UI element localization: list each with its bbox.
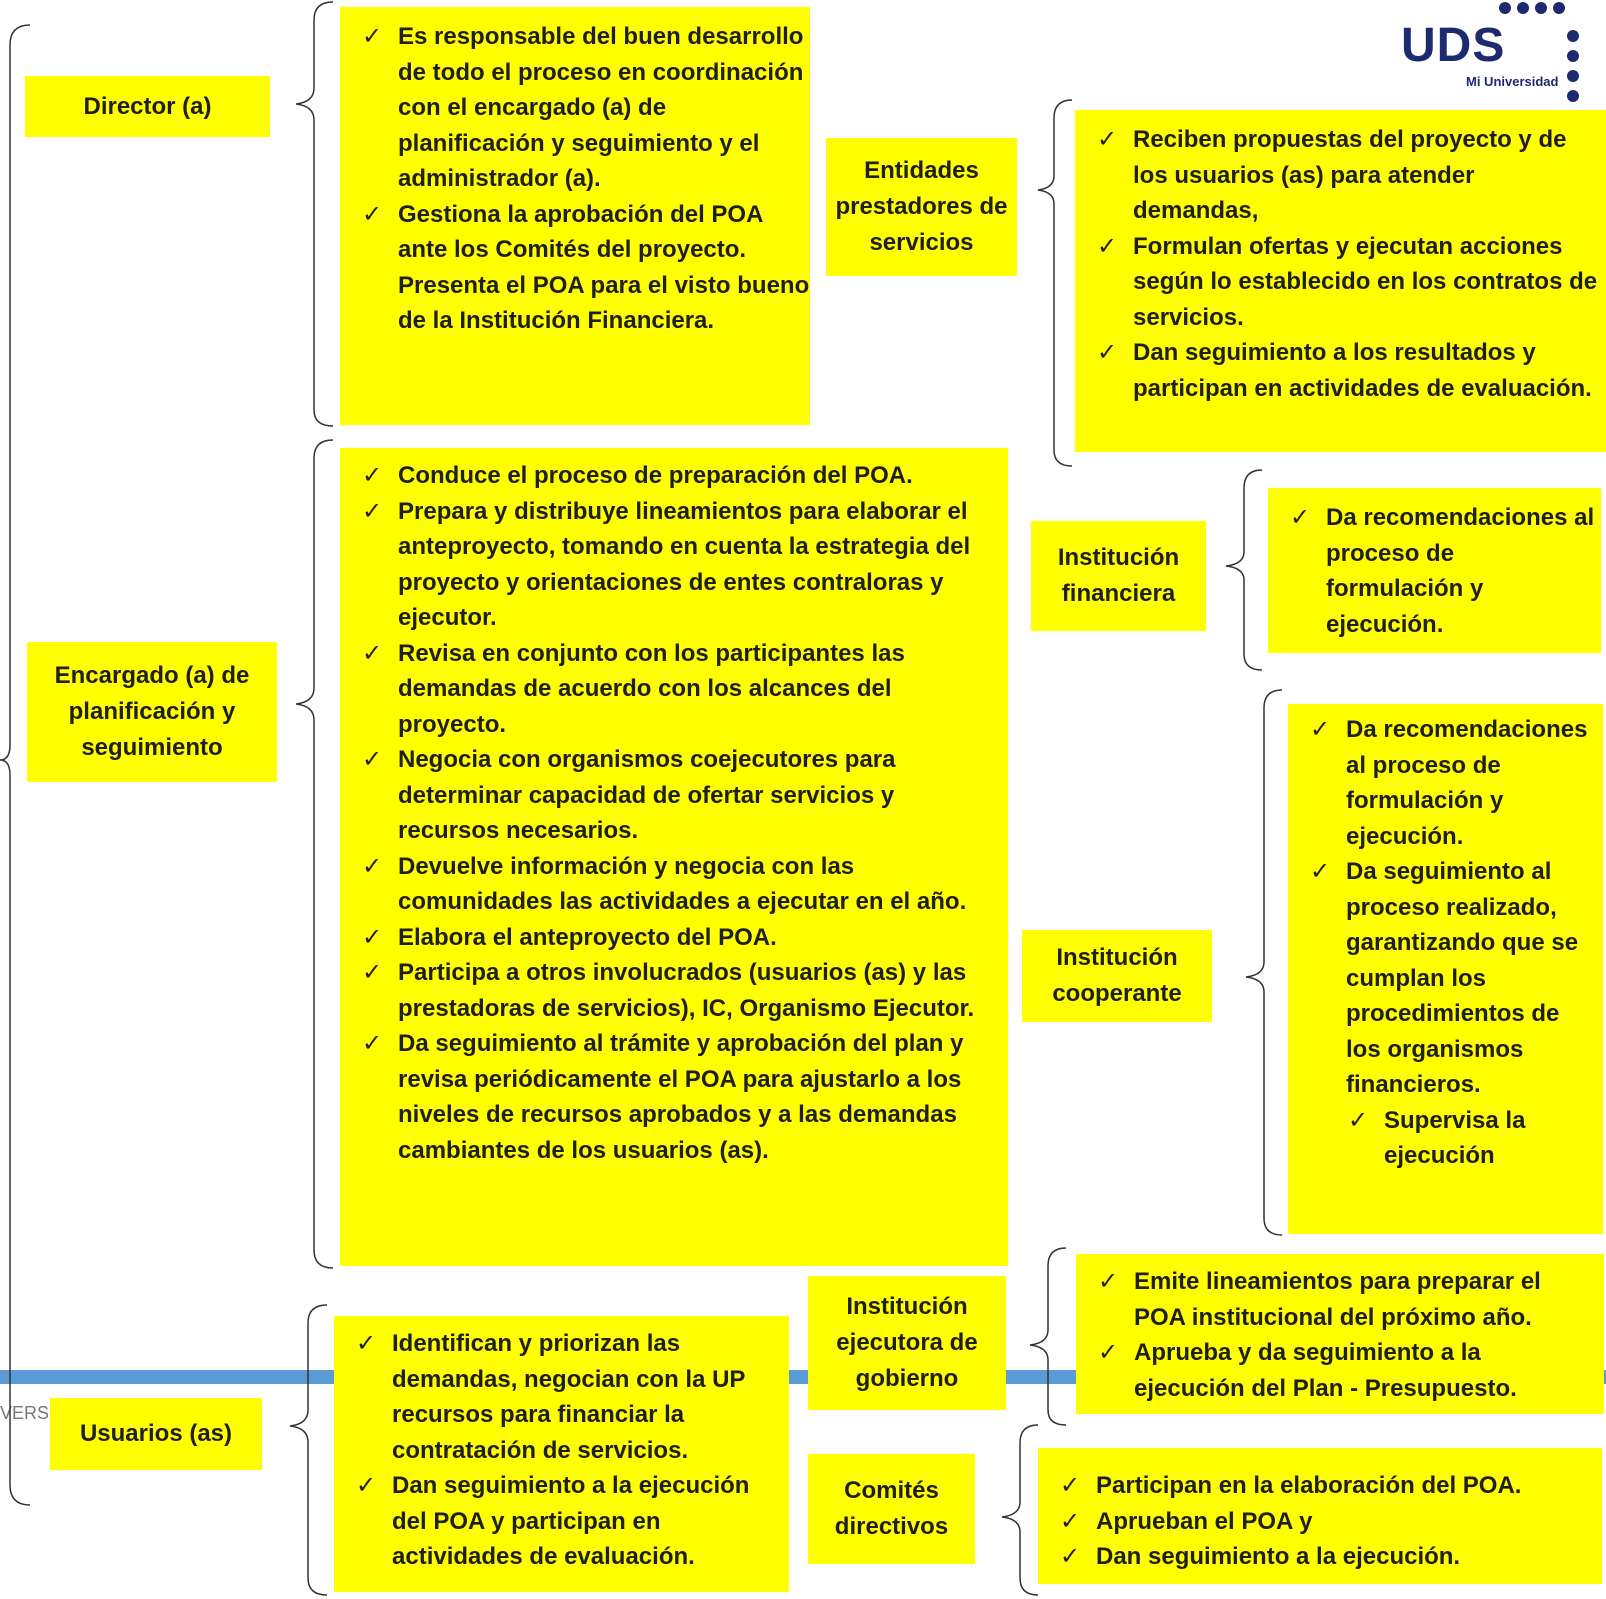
check-icon: ✓ (362, 959, 383, 986)
bracket-entidades (1037, 99, 1073, 467)
list-item: ✓Aprueban el POA y (1038, 1504, 1602, 1540)
check-icon: ✓ (362, 923, 383, 951)
check-icon: ✓ (362, 23, 383, 50)
list-item: ✓Emite lineamientos para preparar el POA… (1076, 1264, 1598, 1335)
check-icon: ✓ (362, 497, 383, 525)
bracket-usuarios (289, 1304, 328, 1596)
list-item: ✓Es responsable del buen desarrollo de t… (340, 19, 810, 197)
role-cooperante: Institución cooperante (1022, 930, 1212, 1022)
check-icon: ✓ (1290, 504, 1311, 531)
role-ejecutora: Institución ejecutora de gobierno (808, 1276, 1006, 1410)
list-item: ✓Da recomendaciones al proceso de formul… (1268, 500, 1595, 642)
list-item: ✓Revisa en conjunto con los participante… (340, 636, 994, 743)
list-item: ✓Dan seguimiento a los resultados y part… (1075, 335, 1598, 406)
check-icon: ✓ (362, 462, 383, 489)
list-item: ✓Conduce el proceso de preparación del P… (340, 458, 994, 494)
ejecutora-list: ✓Emite lineamientos para preparar el POA… (1076, 1264, 1604, 1406)
list-item: ✓Elabora el anteproyecto del POA. (340, 920, 994, 956)
check-icon: ✓ (356, 1330, 377, 1357)
check-icon: ✓ (1348, 1106, 1369, 1134)
list-item: ✓Participan en la elaboración del POA. (1038, 1468, 1602, 1504)
check-icon: ✓ (1098, 1268, 1119, 1295)
logo-name: UDS (1401, 19, 1506, 72)
bracket-comites (1001, 1424, 1039, 1596)
bracket-cooperante (1245, 689, 1283, 1236)
list-item: ✓Devuelve información y negocia con las … (340, 849, 994, 920)
list-item: ✓Da recomendaciones al proceso de formul… (1288, 712, 1597, 854)
check-icon: ✓ (1060, 1507, 1081, 1535)
usuarios-list: ✓Identifican y priorizan las demandas, n… (334, 1326, 789, 1575)
role-financiera: Institución financiera (1031, 521, 1206, 631)
check-icon: ✓ (1097, 126, 1118, 153)
list-item: ✓Da seguimiento al trámite y aprobación … (340, 1026, 994, 1168)
entidades-box: ✓Reciben propuestas del proyecto y de lo… (1075, 110, 1606, 452)
check-icon: ✓ (1097, 232, 1118, 260)
role-director: Director (a) (25, 76, 270, 137)
check-icon: ✓ (362, 200, 383, 228)
check-icon: ✓ (362, 1030, 383, 1057)
list-item: ✓Dan seguimiento a la ejecución del POA … (334, 1468, 789, 1575)
entidades-list: ✓Reciben propuestas del proyecto y de lo… (1075, 122, 1606, 406)
check-icon: ✓ (362, 852, 383, 880)
check-icon: ✓ (1098, 1339, 1119, 1366)
list-item: ✓Dan seguimiento a la ejecución. (1038, 1539, 1602, 1575)
bracket-financiera (1225, 469, 1263, 671)
list-item: ✓Identifican y priorizan las demandas, n… (334, 1326, 789, 1468)
planificacion-box: ✓Conduce el proceso de preparación del P… (340, 448, 1008, 1266)
cooperante-list: ✓Da recomendaciones al proceso de formul… (1288, 712, 1603, 1174)
check-icon: ✓ (362, 746, 383, 773)
role-entidades: Entidades prestadores de servicios (826, 138, 1017, 276)
list-item: ✓Aprueba y da seguimiento a la ejecución… (1076, 1335, 1598, 1406)
list-item: ✓Participa a otros involucrados (usuario… (340, 955, 994, 1026)
check-icon: ✓ (356, 1472, 377, 1499)
check-icon: ✓ (1097, 339, 1118, 366)
check-icon: ✓ (1060, 1472, 1081, 1499)
planificacion-list: ✓Conduce el proceso de preparación del P… (340, 458, 1008, 1168)
list-item: ✓Gestiona la aprobación del POA ante los… (340, 197, 810, 339)
list-item: ✓Da seguimiento al proceso realizado, ga… (1288, 854, 1597, 1103)
list-item: ✓Reciben propuestas del proyecto y de lo… (1075, 122, 1598, 229)
cooperante-box: ✓Da recomendaciones al proceso de formul… (1288, 704, 1603, 1234)
list-item: ✓Prepara y distribuye lineamientos para … (340, 494, 994, 636)
financiera-box: ✓Da recomendaciones al proceso de formul… (1268, 488, 1601, 653)
role-planificacion: Encargado (a) de planificación y seguimi… (27, 642, 277, 782)
check-icon: ✓ (1310, 858, 1331, 885)
role-usuarios: Usuarios (as) (50, 1398, 262, 1470)
role-comites: Comités directivos (808, 1454, 975, 1564)
comites-list: ✓Participan en la elaboración del POA. ✓… (1038, 1468, 1602, 1575)
check-icon: ✓ (362, 639, 383, 667)
usuarios-box: ✓Identifican y priorizan las demandas, n… (334, 1316, 789, 1592)
logo-tagline: Mi Universidad (1466, 74, 1559, 89)
bracket-planificacion (295, 439, 334, 1269)
list-item: ✓Negocia con organismos coejecutores par… (340, 742, 994, 849)
financiera-list: ✓Da recomendaciones al proceso de formul… (1268, 500, 1601, 642)
check-icon: ✓ (1060, 1543, 1081, 1570)
bracket-director (295, 1, 334, 427)
ejecutora-box: ✓Emite lineamientos para preparar el POA… (1076, 1254, 1604, 1414)
comites-box: ✓Participan en la elaboración del POA. ✓… (1038, 1448, 1602, 1584)
bracket-main (0, 24, 31, 1506)
uds-logo: UDS Mi Universidad (1371, 2, 1586, 102)
bracket-ejecutora (1029, 1247, 1067, 1426)
check-icon: ✓ (1310, 716, 1331, 743)
director-list: ✓Es responsable del buen desarrollo de t… (340, 19, 810, 339)
list-item: ✓Supervisa la ejecución (1288, 1103, 1597, 1174)
list-item: ✓Formulan ofertas y ejecutan acciones se… (1075, 229, 1598, 336)
director-box: ✓Es responsable del buen desarrollo de t… (340, 7, 810, 425)
